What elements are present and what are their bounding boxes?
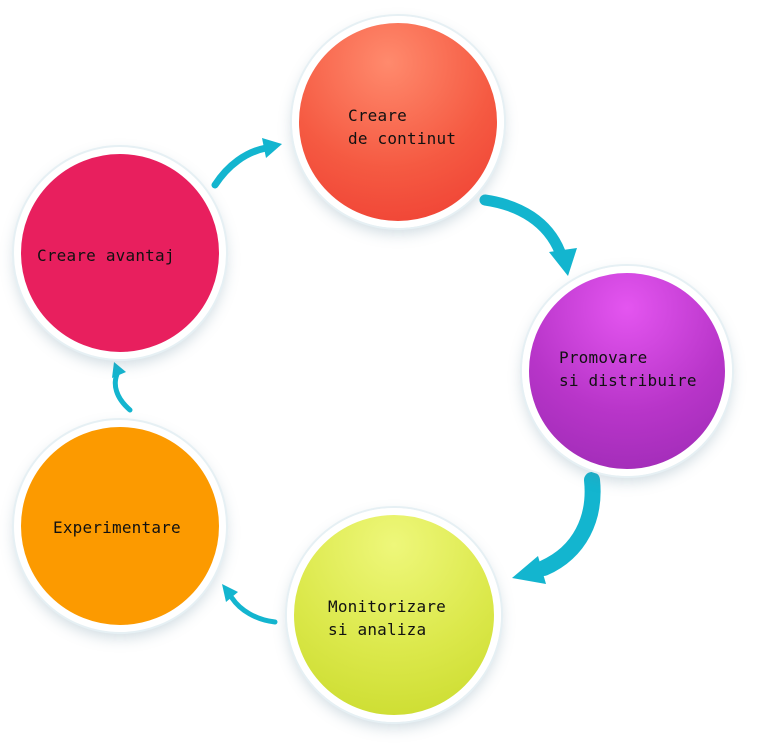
arrow-experiment-to-advantage <box>112 362 133 413</box>
node-promovare-si-distribuire: Promovare si distribuire <box>522 266 732 476</box>
node-creare-de-continut: Creare de continut <box>292 16 504 228</box>
node-label-promovare-si-distribuire: Promovare si distribuire <box>559 348 697 390</box>
arrow-monitoring-to-experiment <box>222 584 278 625</box>
arrow-advantage-to-content <box>211 138 282 189</box>
node-label-experimentare: Experimentare <box>53 518 181 537</box>
node-monitorizare-si-analiza: Monitorizare si analiza <box>287 508 501 722</box>
arrow-promotion-to-monitoring <box>512 472 601 584</box>
node-label-creare-de-continut: Creare de continut <box>348 106 457 148</box>
node-label-creare-avantaj: Creare avantaj <box>37 246 175 265</box>
node-experimentare: Experimentare <box>14 420 226 632</box>
arrow-content-to-promotion <box>479 194 577 276</box>
node-creare-avantaj: Creare avantaj <box>14 147 226 359</box>
node-label-monitorizare-si-analiza: Monitorizare si analiza <box>328 597 446 639</box>
